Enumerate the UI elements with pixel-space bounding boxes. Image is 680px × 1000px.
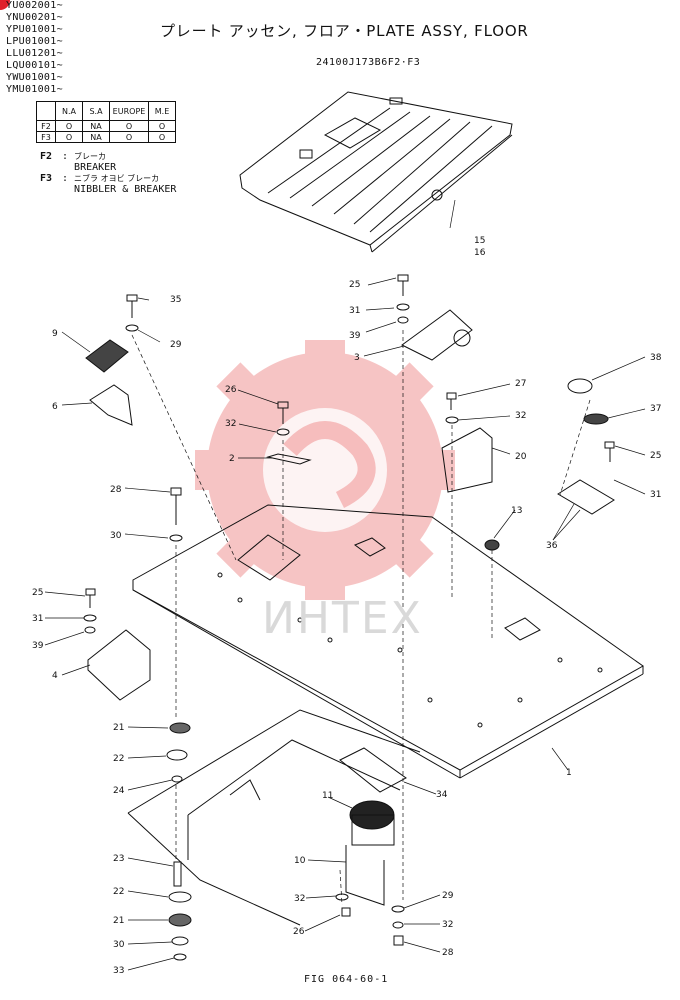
callout-label: 32	[225, 419, 236, 429]
application-table: N.A S.A EUROPE M.E F2 O NA O O F3 O NA O…	[36, 101, 176, 143]
callout-label: 33	[113, 966, 124, 976]
leader-lines	[44, 199, 646, 971]
callout-label: 32	[294, 894, 305, 904]
legend-japanese: ニブラ オヨビ ブレーカ	[74, 174, 160, 183]
callout-label: 26	[225, 385, 237, 395]
legend-row: F3: ニブラ オヨビ ブレーカ	[40, 173, 160, 184]
table-cell: NA	[82, 131, 110, 143]
legend-key: F3	[40, 173, 53, 184]
callout-label: 4	[52, 671, 58, 681]
callout-label: 30	[110, 531, 122, 541]
legend-english: NIBBLER & BREAKER	[74, 184, 177, 195]
callout-label: 36	[546, 541, 558, 551]
callout-label: 26	[293, 927, 305, 937]
callout-label: 25	[650, 451, 661, 461]
callout-label: 31	[349, 306, 360, 316]
callout-label: 31	[32, 614, 43, 624]
callout-label: 39	[32, 641, 44, 651]
callout-labels: 15 16 25 31 39 3 35 29 9 6 26 32 2 27 32…	[32, 236, 662, 976]
serial-number: LLU01201~	[6, 48, 63, 59]
callout-label: 11	[322, 791, 333, 801]
callout-label: 28	[442, 948, 454, 958]
legend-english: BREAKER	[74, 162, 117, 173]
callout-label: 32	[515, 411, 526, 421]
serial-number: YNU00201~	[6, 12, 63, 23]
callout-label: 25	[32, 588, 43, 598]
assembly-guide-lines	[131, 330, 591, 906]
serial-number: YU002001~	[6, 0, 63, 11]
table-cell: F3	[36, 131, 56, 143]
callout-label: 20	[515, 452, 527, 462]
callout-label: 31	[650, 490, 661, 500]
hardware-parts	[83, 274, 615, 961]
callout-label: 2	[229, 454, 235, 464]
callout-label: 3	[354, 353, 360, 363]
page-title: プレート アッセン, フロア・PLATE ASSY, FLOOR	[160, 22, 529, 40]
part-number: 24100J173B6F2·F3	[316, 57, 421, 68]
base-frame	[127, 709, 421, 926]
callout-label: 39	[349, 331, 361, 341]
callout-label: 15	[474, 236, 485, 246]
callout-label: 22	[113, 754, 124, 764]
serial-number: YPU01001~	[6, 24, 63, 35]
corner-badge	[0, 0, 10, 10]
callout-label: 23	[113, 854, 124, 864]
variant-legend: F2: ブレーカ BREAKER F3: ニブラ オヨビ ブレーカ NIBBLE…	[40, 151, 176, 195]
callout-label: 30	[113, 940, 125, 950]
callout-label: 25	[349, 280, 360, 290]
callout-label: 29	[442, 891, 454, 901]
callout-label: 37	[650, 404, 661, 414]
legend-row: F2: ブレーカ	[40, 151, 107, 162]
callout-label: 24	[113, 786, 125, 796]
serial-number: LQU00101~	[6, 60, 63, 71]
table-cell: O	[109, 131, 149, 143]
table-row: F3 O NA O O	[36, 131, 176, 143]
callout-label: 38	[650, 353, 662, 363]
callout-label: 28	[110, 485, 122, 495]
serial-number: LPU01001~	[6, 36, 63, 47]
legend-japanese: ブレーカ	[74, 152, 107, 161]
serial-number-list: YU002001~ YNU00201~ YPU01001~ LPU01001~ …	[6, 0, 63, 96]
callout-label: 16	[474, 248, 486, 258]
serial-number: YMU01001~	[6, 84, 63, 95]
callout-label: 9	[52, 329, 58, 339]
figure-label: FIG 064-60-1	[304, 974, 389, 985]
serial-number: YWU01001~	[6, 72, 63, 83]
callout-label: 27	[515, 379, 526, 389]
watermark-text: ИНТЕХ	[262, 593, 423, 644]
legend-row: NIBBLER & BREAKER	[40, 184, 176, 195]
callout-label: 21	[113, 916, 124, 926]
floor-plate-top	[239, 91, 513, 253]
callout-label: 21	[113, 723, 124, 733]
legend-key: F2	[40, 151, 53, 162]
callout-label: 22	[113, 887, 124, 897]
callout-label: 10	[294, 856, 306, 866]
callout-label: 32	[442, 920, 453, 930]
callout-label: 1	[566, 768, 572, 778]
callout-label: 13	[511, 506, 522, 516]
callout-label: 29	[170, 340, 182, 350]
legend-row: BREAKER	[40, 162, 176, 173]
callout-label: 35	[170, 295, 181, 305]
table-header-row: N.A S.A EUROPE M.E	[36, 101, 176, 121]
callout-label: 6	[52, 402, 58, 412]
callout-label: 34	[436, 790, 448, 800]
watermark-swirl	[283, 421, 376, 509]
table-cell: O	[148, 131, 176, 143]
